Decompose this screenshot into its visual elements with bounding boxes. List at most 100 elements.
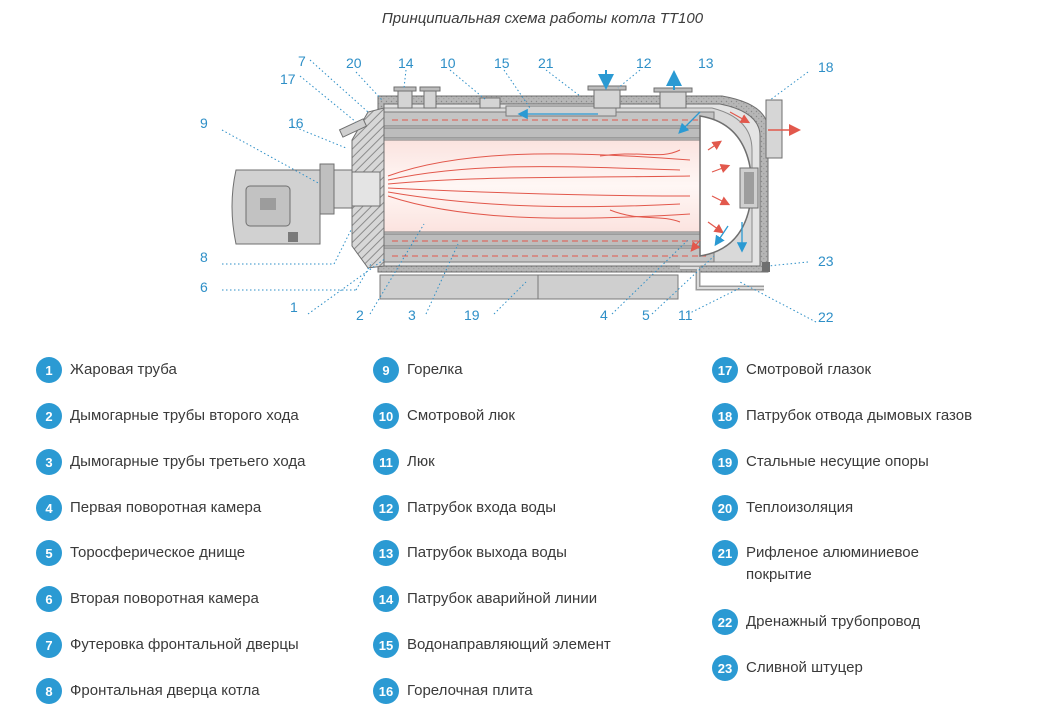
legend-text: Дренажный трубопровод: [746, 613, 921, 630]
legend-text: Вторая поворотная камера: [70, 590, 259, 607]
callout-10: 10: [440, 55, 456, 71]
legend-badge: 20: [712, 495, 738, 521]
legend-badge: 17: [712, 357, 738, 383]
flue-turn-arrows: [690, 111, 751, 252]
legend-badge: 10: [373, 403, 399, 429]
callout-21: 21: [538, 55, 554, 71]
legend-item-4: 4 Первая поворотная камера: [36, 495, 261, 523]
legend-text: Стальные несущие опоры: [746, 453, 929, 470]
legend-badge: 6: [36, 586, 62, 612]
legend-badge: 2: [36, 403, 62, 429]
legend-text: Первая поворотная камера: [70, 499, 262, 516]
legend-badge: 11: [373, 449, 399, 475]
legend-badge: 13: [373, 540, 399, 566]
legend-badge: 15: [373, 632, 399, 658]
legend-text: Смотровой глазок: [746, 361, 872, 378]
flame-lines: [387, 149, 691, 223]
legend-item-7: 7 Футеровка фронтальной дверцы: [36, 632, 299, 660]
legend-item-16: 16 Горелочная плита: [373, 678, 533, 706]
legend-text: Рифленое алюминиевое покрытие: [746, 544, 919, 583]
legend-item-11: 11 Люк: [373, 449, 435, 477]
legend-text: Дымогарные трубы второго хода: [70, 407, 299, 424]
legend-item-6: 6 Вторая поворотная камера: [36, 586, 259, 614]
legend-text: Жаровая труба: [70, 361, 177, 378]
support-legs: [379, 274, 679, 300]
callout-3: 3: [408, 307, 416, 323]
top-nozzles: [393, 70, 693, 109]
legend-item-18: 18 Патрубок отвода дымовых газов: [712, 403, 972, 431]
legend-text: Патрубок выхода воды: [407, 544, 567, 561]
legend-item-19: 19 Стальные несущие опоры: [712, 449, 929, 477]
legend-item-1: 1 Жаровая труба: [36, 357, 177, 385]
callout-5: 5: [642, 307, 650, 323]
legend-badge: 9: [373, 357, 399, 383]
legend-item-22: 22 Дренажный трубопровод: [712, 609, 920, 637]
drain-pipe: [680, 262, 770, 291]
legend-badge: 5: [36, 540, 62, 566]
diagram-title: Принципиальная схема работы котла ТТ100: [381, 10, 704, 27]
legend-text: Патрубок аварийной линии: [407, 590, 598, 607]
legend-text: Люк: [407, 453, 435, 470]
legend-item-2: 2 Дымогарные трубы второго хода: [36, 403, 299, 431]
legend-badge: 1: [36, 357, 62, 383]
callout-16: 16: [288, 115, 304, 131]
legend-text: Торосферическое днище: [70, 544, 246, 561]
callout-7: 7: [298, 53, 306, 69]
legend-text: Патрубок входа воды: [407, 499, 557, 516]
callout-11: 11: [678, 307, 693, 323]
legend-text: Теплоизоляция: [746, 499, 854, 516]
legend-badge: 16: [373, 678, 399, 704]
callout-4: 4: [600, 307, 608, 323]
callout-9: 9: [200, 115, 208, 131]
legend-badge: 18: [712, 403, 738, 429]
legend-item-8: 8 Фронтальная дверца котла: [36, 678, 260, 706]
legend-text: Водонаправляющий элемент: [407, 636, 611, 653]
legend-item-13: 13 Патрубок выхода воды: [373, 540, 567, 568]
legend-item-14: 14 Патрубок аварийной линии: [373, 586, 597, 614]
legend-text: Смотровой люк: [407, 407, 515, 424]
callout-14: 14: [398, 55, 414, 71]
legend-badge: 22: [712, 609, 738, 635]
legend-item-15: 15 Водонаправляющий элемент: [373, 632, 611, 660]
legend-badge: 21: [712, 540, 738, 566]
leader-lines: [221, 59, 817, 323]
legend-item-3: 3 Дымогарные трубы третьего хода: [36, 449, 305, 477]
legend-text: Фронтальная дверца котла: [70, 682, 260, 699]
legend-badge: 19: [712, 449, 738, 475]
callout-2: 2: [356, 307, 364, 323]
legend-item-23: 23 Сливной штуцер: [712, 655, 863, 683]
callout-23: 23: [818, 253, 834, 269]
legend-badge: 14: [373, 586, 399, 612]
callout-numbers: 9 8 6 1 2 3 19 4 5 11 22 23 18 17 16 7 2…: [200, 53, 834, 325]
legend-text: Горелка: [407, 361, 463, 378]
furnace-tube: [379, 115, 759, 257]
legend-text: Патрубок отвода дымовых газов: [746, 407, 973, 424]
callout-15: 15: [494, 55, 510, 71]
legend-item-12: 12 Патрубок входа воды: [373, 495, 556, 523]
callout-6: 6: [200, 279, 208, 295]
flue-outlet: [765, 99, 801, 159]
legend-item-20: 20 Теплоизоляция: [712, 495, 853, 523]
burner: [231, 163, 381, 245]
legend-badge: 12: [373, 495, 399, 521]
callout-17: 17: [280, 71, 296, 87]
callout-1: 1: [290, 299, 298, 315]
legend-text: Футеровка фронтальной дверцы: [70, 636, 299, 653]
legend-badge: 23: [712, 655, 738, 681]
water-guide: [505, 105, 748, 253]
legend-badge: 4: [36, 495, 62, 521]
callout-13: 13: [698, 55, 714, 71]
legend-text: Горелочная плита: [407, 682, 533, 699]
callout-19: 19: [464, 307, 480, 323]
callout-18: 18: [818, 59, 834, 75]
legend-item-9: 9 Горелка: [373, 357, 463, 385]
legend-text: Сливной штуцер: [746, 659, 863, 676]
callout-12: 12: [636, 55, 652, 71]
callout-8: 8: [200, 249, 208, 265]
legend-item-10: 10 Смотровой люк: [373, 403, 515, 431]
legend-badge: 7: [36, 632, 62, 658]
legend-item-21: 21 Рифленое алюминиевое покрытие: [712, 540, 952, 590]
legend-item-17: 17 Смотровой глазок: [712, 357, 871, 385]
legend-badge: 8: [36, 678, 62, 704]
legend-item-5: 5 Торосферическое днище: [36, 540, 245, 568]
